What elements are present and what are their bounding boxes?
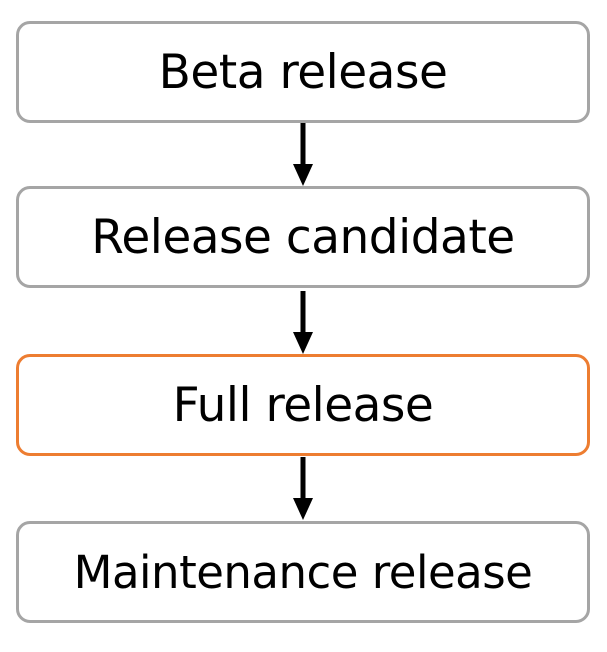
flow-node-label: Release candidate <box>91 209 515 265</box>
flow-connector-full-to-maintenance <box>0 457 607 523</box>
flow-node-beta-release[interactable]: Beta release <box>16 21 590 123</box>
flow-node-release-candidate[interactable]: Release candidate <box>16 186 590 288</box>
flow-node-label: Beta release <box>158 44 448 100</box>
flow-connector-beta-to-rc <box>0 123 607 189</box>
flow-node-full-release[interactable]: Full release <box>16 354 590 456</box>
arrow-down-icon <box>293 457 313 520</box>
flow-node-label: Full release <box>172 377 434 433</box>
flow-connector-rc-to-full <box>0 291 607 357</box>
arrow-down-icon <box>293 123 313 186</box>
flow-node-label: Maintenance release <box>73 545 533 599</box>
arrow-down-icon <box>293 291 313 354</box>
flow-node-maintenance-release[interactable]: Maintenance release <box>16 521 590 623</box>
